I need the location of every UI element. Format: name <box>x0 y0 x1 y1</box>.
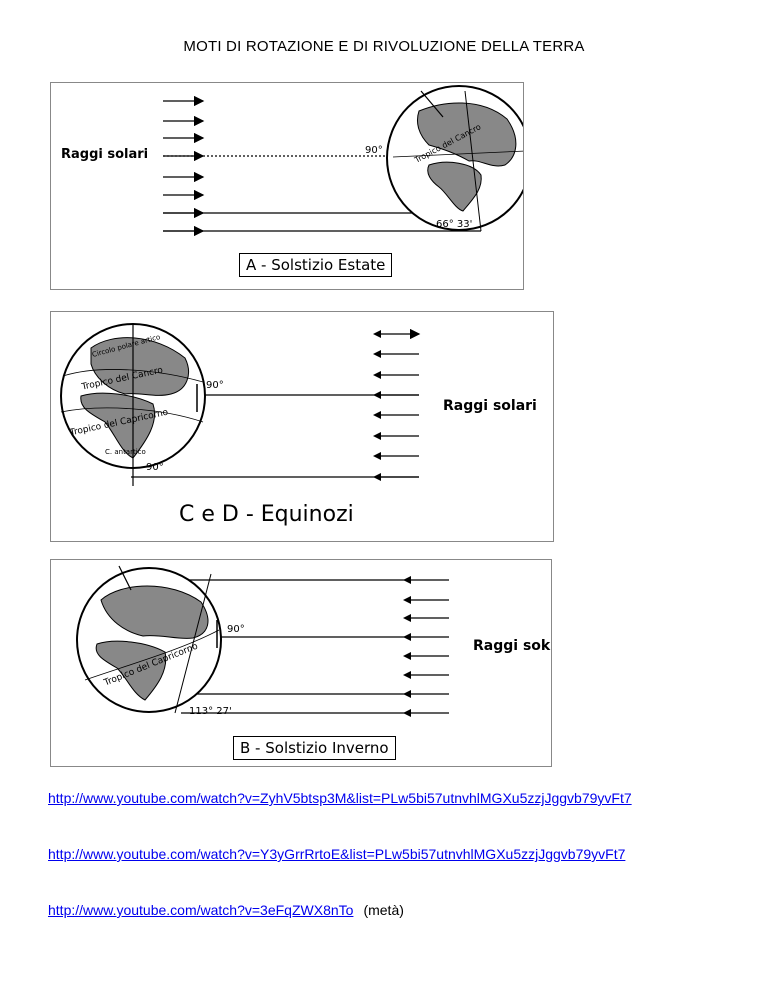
earth-globe <box>60 323 206 486</box>
antarctic-circle-label: C. antartico <box>105 448 146 456</box>
earth-globe <box>76 565 222 714</box>
video-link-1: http://www.youtube.com/watch?v=ZyhV5btsp… <box>48 789 728 807</box>
panel-winter-solstice: 90° 113° 27' Tropico del Capricorno Ragg… <box>50 559 552 767</box>
panel-summer-solstice: Raggi solari 90° 66° 33' Tropico del Can… <box>50 82 524 290</box>
youtube-link[interactable]: http://www.youtube.com/watch?v=ZyhV5btsp… <box>48 790 632 806</box>
rays-label: Raggi sok <box>473 638 551 654</box>
angle-90-label: 90° <box>227 624 245 635</box>
youtube-link[interactable]: http://www.youtube.com/watch?v=3eFqZWX8n… <box>48 902 354 918</box>
rays-label: Raggi solari <box>61 147 149 162</box>
page-title: MOTI DI ROTAZIONE E DI RIVOLUZIONE DELLA… <box>183 38 585 55</box>
sun-ray-arrows <box>163 95 481 237</box>
equinox-diagram <box>60 323 421 486</box>
summer-solstice-diagram <box>163 85 523 237</box>
link-note: (metà) <box>363 902 404 918</box>
angle-latitude-label: 66° 33' <box>436 219 473 230</box>
sun-ray-arrows <box>171 576 449 717</box>
youtube-link[interactable]: http://www.youtube.com/watch?v=Y3yGrrRrt… <box>48 846 626 862</box>
earth-globe <box>386 85 523 232</box>
angle-90-label: 90° <box>365 145 383 156</box>
winter-solstice-diagram <box>76 565 449 717</box>
rays-label: Raggi solari <box>443 398 537 414</box>
angle-90-top-label: 90° <box>206 380 224 391</box>
sun-ray-arrows <box>131 328 421 481</box>
diagram-caption: B - Solstizio Inverno <box>233 736 396 760</box>
video-link-2: http://www.youtube.com/watch?v=Y3yGrrRrt… <box>48 845 728 863</box>
angle-latitude-label: 113° 27' <box>189 706 232 717</box>
diagram-caption: A - Solstizio Estate <box>239 253 393 277</box>
diagram-caption: C e D - Equinozi <box>179 502 354 527</box>
panel-equinoxes: 90° 90° Circolo polare artico Tropico de… <box>50 311 554 542</box>
video-link-3: http://www.youtube.com/watch?v=3eFqZWX8n… <box>48 901 728 919</box>
angle-90-bottom-label: 90° <box>146 462 164 473</box>
